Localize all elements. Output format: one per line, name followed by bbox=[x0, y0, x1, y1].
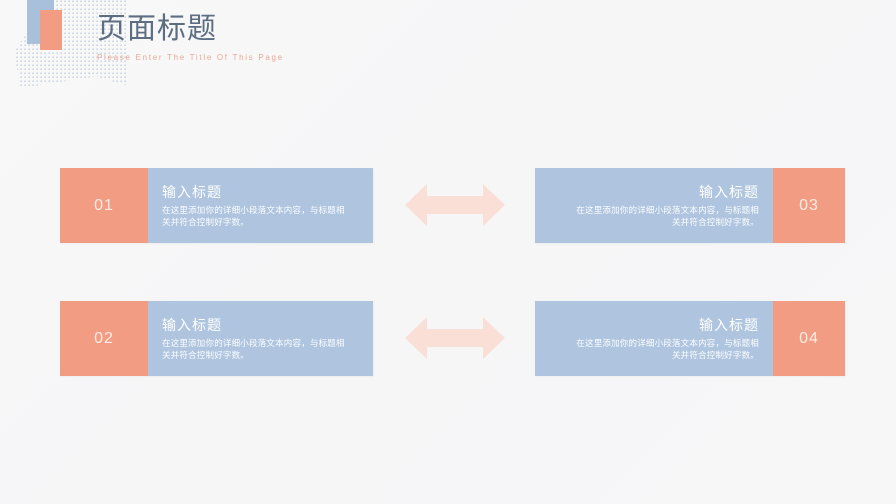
double-arrow-icon-row-1 bbox=[405, 184, 505, 226]
card-number: 02 bbox=[94, 329, 114, 347]
decorative-blue-rectangle bbox=[27, 0, 54, 44]
slide-header: 页面标题 Please Enter The Title Of This Page bbox=[97, 12, 284, 63]
card-text-block: 输入标题 在这里添加你的详细小段落文本内容，与标题相关并符合控制好字数。 bbox=[535, 301, 773, 376]
content-card-04[interactable]: 输入标题 在这里添加你的详细小段落文本内容，与标题相关并符合控制好字数。 04 bbox=[535, 301, 845, 376]
content-card-03[interactable]: 输入标题 在这里添加你的详细小段落文本内容，与标题相关并符合控制好字数。 03 bbox=[535, 168, 845, 243]
card-description: 在这里添加你的详细小段落文本内容，与标题相关并符合控制好字数。 bbox=[576, 338, 759, 360]
card-description: 在这里添加你的详细小段落文本内容，与标题相关并符合控制好字数。 bbox=[162, 338, 345, 360]
card-number-badge: 01 bbox=[60, 168, 148, 243]
card-number-badge: 03 bbox=[773, 168, 845, 243]
card-number: 04 bbox=[799, 329, 819, 347]
card-description: 在这里添加你的详细小段落文本内容，与标题相关并符合控制好字数。 bbox=[576, 205, 759, 227]
card-number: 01 bbox=[94, 196, 114, 214]
card-text-block: 输入标题 在这里添加你的详细小段落文本内容，与标题相关并符合控制好字数。 bbox=[535, 168, 773, 243]
content-card-02[interactable]: 02 输入标题 在这里添加你的详细小段落文本内容，与标题相关并符合控制好字数。 bbox=[60, 301, 373, 376]
card-text-block: 输入标题 在这里添加你的详细小段落文本内容，与标题相关并符合控制好字数。 bbox=[148, 168, 373, 243]
page-subtitle: Please Enter The Title Of This Page bbox=[97, 53, 284, 62]
card-number-badge: 04 bbox=[773, 301, 845, 376]
card-title: 输入标题 bbox=[699, 184, 759, 200]
card-title: 输入标题 bbox=[162, 184, 222, 200]
decorative-orange-rectangle bbox=[40, 10, 62, 50]
card-number: 03 bbox=[799, 196, 819, 214]
card-text-block: 输入标题 在这里添加你的详细小段落文本内容，与标题相关并符合控制好字数。 bbox=[148, 301, 373, 376]
double-arrow-icon-row-2 bbox=[405, 317, 505, 359]
content-card-01[interactable]: 01 输入标题 在这里添加你的详细小段落文本内容，与标题相关并符合控制好字数。 bbox=[60, 168, 373, 243]
card-number-badge: 02 bbox=[60, 301, 148, 376]
card-title: 输入标题 bbox=[162, 317, 222, 333]
page-title: 页面标题 bbox=[97, 13, 218, 45]
card-title: 输入标题 bbox=[699, 317, 759, 333]
card-description: 在这里添加你的详细小段落文本内容，与标题相关并符合控制好字数。 bbox=[162, 205, 345, 227]
